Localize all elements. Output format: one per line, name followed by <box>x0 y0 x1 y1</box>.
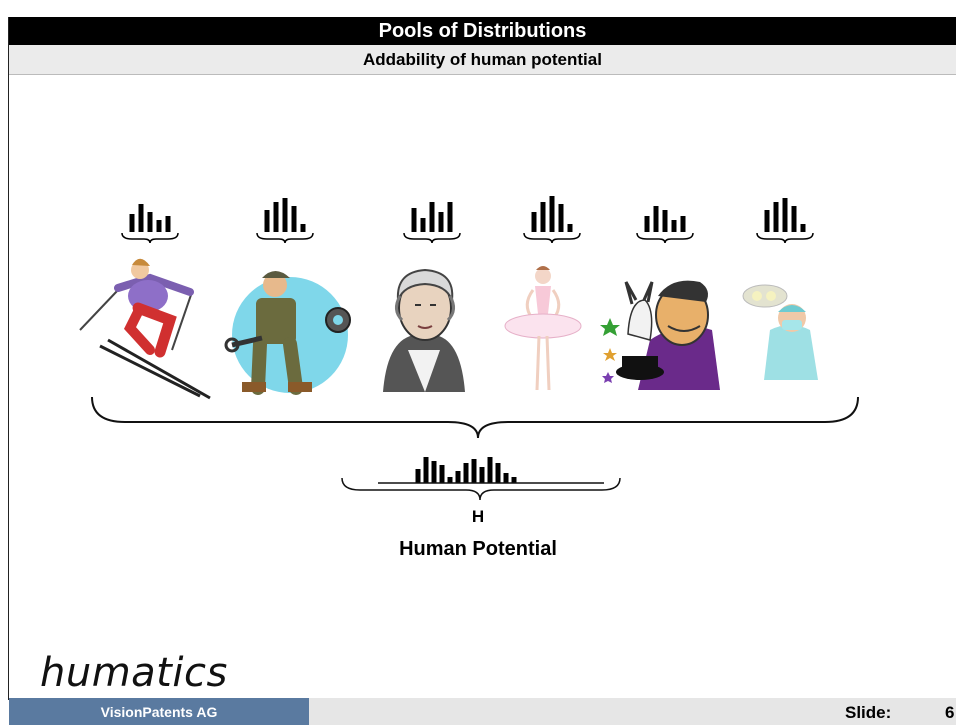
ballerina-histogram-brace <box>523 232 581 244</box>
surgeon-histogram-bar <box>800 224 806 232</box>
skier-histogram-brace <box>121 232 179 244</box>
combined-histogram-bar <box>431 461 437 483</box>
mechanic-histogram-bar <box>291 206 297 232</box>
magician-histogram-bar <box>680 216 686 232</box>
slide-title: Pools of Distributions <box>378 19 587 42</box>
mechanic-histogram-bar <box>273 202 279 232</box>
skier-histogram-bar <box>147 212 153 232</box>
combined-histogram-bar <box>471 459 477 483</box>
magician-figure <box>600 280 720 390</box>
combined-histogram-bar <box>455 471 461 483</box>
surgeon-histogram-brace <box>756 232 814 244</box>
mechanic-histogram-bar <box>282 198 288 232</box>
george-washington-histogram-bar <box>420 218 426 232</box>
ballerina-histogram-bar <box>540 202 546 232</box>
combined-histogram-bar <box>439 465 445 483</box>
cropped-header-fragment <box>0 0 956 17</box>
george-washington-histogram-bar <box>429 202 435 232</box>
magician-histogram-bar <box>671 220 677 232</box>
mechanic-histogram-bar <box>264 210 270 232</box>
magician-histogram-bar <box>644 216 650 232</box>
label-h: H <box>471 507 485 526</box>
surgeon-histogram-bar <box>782 198 788 232</box>
combined-histogram-bar <box>511 477 517 483</box>
ballerina-histogram-bar <box>549 196 555 232</box>
footer-company-bar: VisionPatents AG <box>9 698 309 725</box>
combined-histogram-bar <box>463 463 469 483</box>
skier-figure <box>79 258 211 400</box>
skier-histogram-bar <box>165 216 171 232</box>
combined-histogram-bar <box>423 457 429 483</box>
mechanic-histogram-bar <box>300 224 306 232</box>
george-washington-histogram-bar <box>447 202 453 232</box>
combined-histogram-bar <box>487 457 493 483</box>
skier-histogram-bar <box>138 204 144 232</box>
ballerina-histogram-bar <box>558 204 564 232</box>
ballerina-histogram-bar <box>567 224 573 232</box>
slide-number: 6 <box>945 703 955 722</box>
magician-histogram-bar <box>662 210 668 232</box>
george-washington-histogram-bar <box>438 212 444 232</box>
combined-histogram-bar <box>415 469 421 483</box>
histogram-layer <box>121 196 814 483</box>
surgeon-histogram-bar <box>791 206 797 232</box>
magician-histogram-bar <box>653 206 659 232</box>
mechanic-figure <box>224 271 351 395</box>
surgeon-histogram-bar <box>773 202 779 232</box>
large-grouping-brace <box>91 396 859 439</box>
combined-histogram-bar <box>495 463 501 483</box>
combined-histogram-bar <box>479 467 485 483</box>
combined-histogram-bar <box>447 477 453 483</box>
title-bar: Pools of Distributions <box>9 17 956 45</box>
small-grouping-brace <box>341 477 621 501</box>
slide-frame-left-edge <box>8 0 9 700</box>
george-washington-histogram-bar <box>411 208 417 232</box>
label-human-potential: Human Potential <box>399 538 557 560</box>
company-name: VisionPatents AG <box>100 703 218 720</box>
skier-histogram-bar <box>156 220 162 232</box>
george-washington-portrait <box>383 268 465 392</box>
slide-label: Slide: <box>845 703 892 722</box>
combined-histogram-bar <box>503 473 509 483</box>
surgeon-figure <box>742 284 818 380</box>
mechanic-histogram-brace <box>256 232 314 244</box>
magician-histogram-brace <box>636 232 694 244</box>
ballerina-figure <box>504 266 582 391</box>
subtitle-bar: Addability of human potential <box>9 45 956 75</box>
george-washington-histogram-brace <box>403 232 461 244</box>
humatics-logo: humatics <box>40 650 228 696</box>
surgeon-histogram-bar <box>764 210 770 232</box>
footer-right-bar <box>309 698 956 725</box>
ballerina-histogram-bar <box>531 212 537 232</box>
slide-subtitle: Addability of human potential <box>363 49 602 69</box>
skier-histogram-bar <box>129 214 135 232</box>
